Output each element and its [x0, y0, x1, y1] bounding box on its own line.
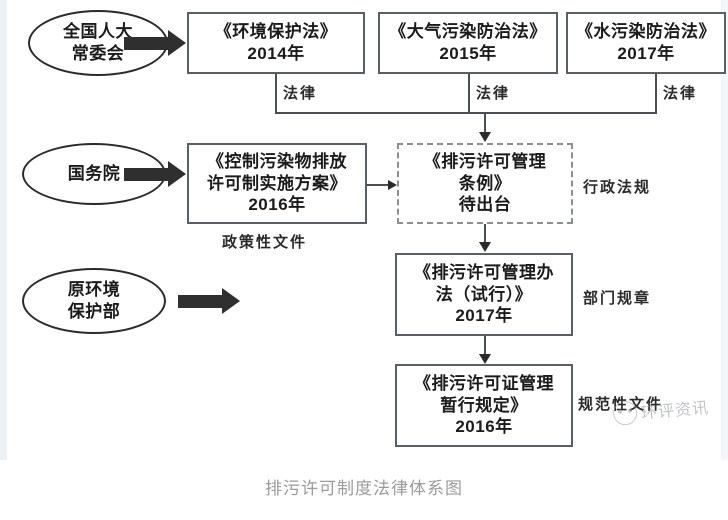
connector-law-bus	[275, 112, 657, 114]
regulation-box-permit-management-regulation[interactable]: 《排污许可管理 条例》 待出台	[397, 143, 573, 224]
connector-policy-to-regulation	[367, 184, 389, 186]
regulation-title-line2: 条例》	[458, 173, 512, 193]
law-year: 2017年	[617, 44, 675, 63]
law-title: 《大气污染防治法》	[389, 22, 547, 42]
connector-law3-drop	[655, 74, 657, 114]
regulation-status: 2016年	[455, 417, 513, 437]
regulation-title-line1: 《排污许可管理办	[414, 262, 554, 282]
law-box-water-pollution-prevention-law[interactable]: 《水污染防治法》 2017年	[566, 12, 726, 74]
arrow-shaft	[124, 168, 168, 181]
actor-mep-label-line1: 原环境	[67, 280, 121, 300]
regulation-title-line2: 暂行规定》	[440, 395, 528, 415]
actor-state-council-label: 国务院	[67, 164, 121, 184]
connector-regulation-to-measures	[484, 224, 486, 243]
law-year: 2014年	[247, 44, 305, 63]
regulation-title-line2: 法（试行）》	[435, 284, 533, 304]
regulation-box-permit-interim-provisions[interactable]: 《排污许可证管理 暂行规定》 2016年	[395, 364, 573, 447]
flowchart-canvas: 全国人大 常委会 国务院 原环境 保护部 《环境保护法》 2014年	[0, 0, 728, 460]
law-title: 《环境保护法》	[214, 22, 338, 42]
block-arrow-state-council-to-policy	[124, 161, 186, 187]
policy-box-permit-implementation-plan[interactable]: 《控制污染物排放 许可制实施方案》 2016年	[187, 143, 367, 224]
category-label-administrative-regulation: 行政法规	[583, 180, 652, 196]
block-arrow-mep-to-regulation	[178, 288, 240, 314]
edge-label-law-3: 法律	[663, 86, 698, 102]
figure-panel	[0, 0, 728, 460]
edge-label-law-2: 法律	[476, 86, 511, 102]
policy-year: 2016年	[248, 195, 306, 215]
regulation-status: 2017年	[455, 306, 513, 326]
connector-law2-drop	[468, 74, 470, 114]
category-label-departmental-rule: 部门规章	[583, 291, 652, 307]
arrowhead-measures-to-provisions	[479, 354, 491, 364]
policy-title-line2: 许可制实施方案》	[207, 173, 347, 193]
law-box-air-pollution-prevention-law[interactable]: 《大气污染防治法》 2015年	[378, 12, 558, 74]
law-box-environmental-protection-law[interactable]: 《环境保护法》 2014年	[187, 12, 365, 74]
law-title: 《水污染防治法》	[576, 22, 716, 42]
actor-npc-label-line2: 常委会	[71, 44, 125, 63]
connector-measures-to-provisions	[484, 336, 486, 355]
arrow-head	[222, 288, 240, 314]
regulation-status: 待出台	[458, 195, 512, 215]
arrowhead-policy-to-regulation	[388, 180, 397, 190]
regulation-title-line1: 《排污许可管理	[423, 151, 547, 171]
arrow-shaft	[124, 37, 168, 50]
law-year: 2015年	[439, 44, 497, 63]
arrow-head	[168, 161, 186, 187]
edge-label-law-1: 法律	[283, 86, 318, 102]
category-label-normative-document: 规范性文件	[578, 397, 664, 413]
connector-law1-drop	[275, 74, 277, 114]
policy-title-line1: 《控制污染物排放	[207, 151, 347, 171]
arrowhead-bus-to-regulation	[479, 132, 491, 142]
arrowhead-regulation-to-measures	[479, 242, 491, 252]
block-arrow-npc-to-law	[124, 30, 186, 56]
figure-caption: 排污许可制度法律体系图	[265, 479, 463, 498]
arrow-head	[168, 30, 186, 56]
regulation-title-line1: 《排污许可证管理	[414, 373, 554, 393]
arrow-shaft	[178, 295, 222, 308]
connector-bus-to-regulation	[484, 112, 486, 134]
category-label-policy-document: 政策性文件	[222, 235, 308, 251]
actor-npc-label-line1: 全国人大	[63, 22, 133, 42]
regulation-box-permit-management-measures[interactable]: 《排污许可管理办 法（试行）》 2017年	[395, 253, 573, 336]
actor-ministry-of-environmental-protection[interactable]: 原环境 保护部	[22, 268, 166, 334]
actor-mep-label-line2: 保护部	[67, 302, 121, 321]
